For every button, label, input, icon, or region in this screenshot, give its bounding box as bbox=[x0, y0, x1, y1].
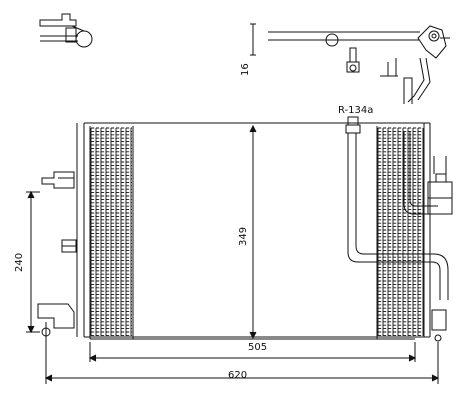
top-right-fitting-detail bbox=[250, 23, 450, 104]
refrigerant-pipe bbox=[345, 116, 453, 342]
dim-label-620: 620 bbox=[228, 370, 247, 381]
top-left-bracket-detail bbox=[39, 13, 93, 48]
left-bracket-lower bbox=[37, 303, 75, 342]
left-plug bbox=[61, 239, 77, 253]
left-bracket-upper bbox=[41, 171, 75, 189]
condenser-frame bbox=[76, 122, 431, 340]
dim-label-16: 16 bbox=[240, 63, 251, 76]
refrigerant-label: R-134a bbox=[338, 105, 373, 116]
dim-label-349: 349 bbox=[238, 227, 249, 246]
dimension-height-240 bbox=[26, 190, 40, 334]
dimension-height-349 bbox=[249, 124, 257, 340]
dimension-width-620 bbox=[44, 342, 440, 384]
fin-hatching-right bbox=[377, 127, 424, 336]
dim-label-505: 505 bbox=[248, 342, 267, 353]
dim-label-240: 240 bbox=[14, 253, 25, 272]
fin-hatching-left bbox=[90, 127, 132, 336]
dimension-width-505 bbox=[88, 342, 417, 362]
